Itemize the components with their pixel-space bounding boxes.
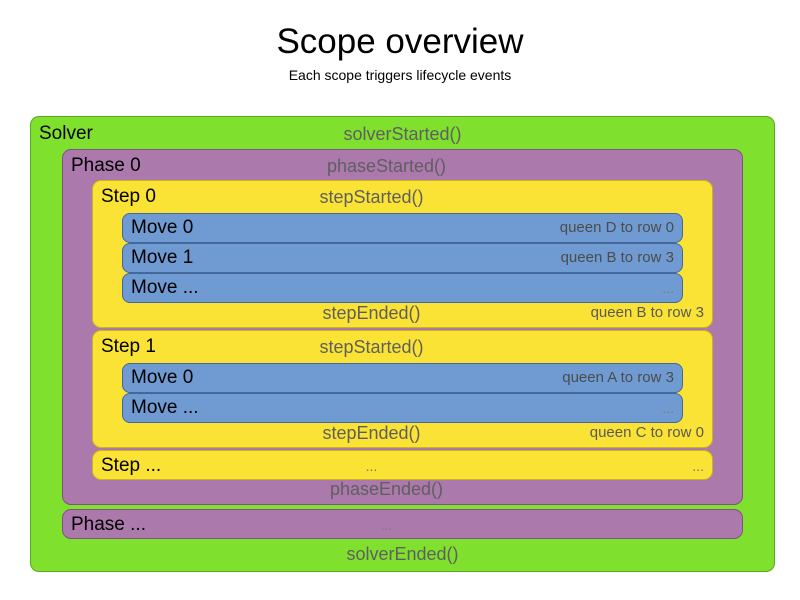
phase-ellipsis-label: Phase ... <box>71 514 146 535</box>
solver-started-event: solverStarted() <box>343 124 462 144</box>
solver-label: Solver <box>39 123 93 144</box>
move-row[interactable]: Move 0 queen A to row 3 <box>122 363 683 393</box>
step-1-label: Step 1 <box>101 336 156 357</box>
move-detail: queen D to row 0 <box>559 219 674 236</box>
phase-0-ended-event: phaseEnded() <box>329 479 444 499</box>
move-label: Move ... <box>131 397 199 418</box>
step-scope-ellipsis[interactable]: Step ... ... ... <box>92 450 713 480</box>
step-1-footer: stepEnded() queen C to row 0 <box>93 418 712 448</box>
move-row[interactable]: Move ... ... <box>122 393 683 423</box>
step-1-header: Step 1 stepStarted() <box>93 332 712 362</box>
move-label: Move ... <box>131 277 199 298</box>
page-subtitle: Each scope triggers lifecycle events <box>288 67 512 83</box>
solver-ended-event: solverEnded() <box>346 544 459 564</box>
page-title: Scope overview <box>276 22 524 61</box>
solver-header: Solver solverStarted() <box>31 119 774 149</box>
move-detail: queen A to row 3 <box>562 369 674 386</box>
solver-footer: solverEnded() <box>31 539 774 569</box>
move-label: Move 0 <box>131 217 194 238</box>
move-row[interactable]: Move 0 queen D to row 0 <box>122 213 683 243</box>
step-scope-1[interactable]: Step 1 stepStarted() Move 0 queen A to r… <box>92 330 713 448</box>
phase-scope-0[interactable]: Phase 0 phaseStarted() Step 0 stepStarte… <box>62 149 743 505</box>
step-0-ended-detail: queen B to row 3 <box>590 304 704 321</box>
step-0-header: Step 0 stepStarted() <box>93 182 712 212</box>
phase-scope-ellipsis[interactable]: Phase ... ... <box>62 509 743 539</box>
move-detail: ... <box>662 400 674 416</box>
move-label: Move 1 <box>131 247 194 268</box>
move-row[interactable]: Move 1 queen B to row 3 <box>122 243 683 273</box>
phase-0-label: Phase 0 <box>71 155 141 176</box>
page-heading: Scope overview Each scope triggers lifec… <box>0 22 800 84</box>
solver-scope[interactable]: Solver solverStarted() Phase 0 phaseStar… <box>30 116 775 572</box>
step-1-ended-detail: queen C to row 0 <box>589 424 704 441</box>
phase-0-header: Phase 0 phaseStarted() <box>63 151 742 181</box>
move-detail: ... <box>662 280 674 296</box>
step-ellipsis-detail: ... <box>692 458 704 474</box>
move-label: Move 0 <box>131 367 194 388</box>
step-0-label: Step 0 <box>101 186 156 207</box>
phase-0-footer: phaseEnded() <box>63 474 742 504</box>
move-row[interactable]: Move ... ... <box>122 273 683 303</box>
step-ellipsis-label: Step ... <box>101 455 162 476</box>
move-detail: queen B to row 3 <box>560 249 674 266</box>
step-0-footer: stepEnded() queen B to row 3 <box>93 298 712 328</box>
step-scope-0[interactable]: Step 0 stepStarted() Move 0 queen D to r… <box>92 180 713 328</box>
